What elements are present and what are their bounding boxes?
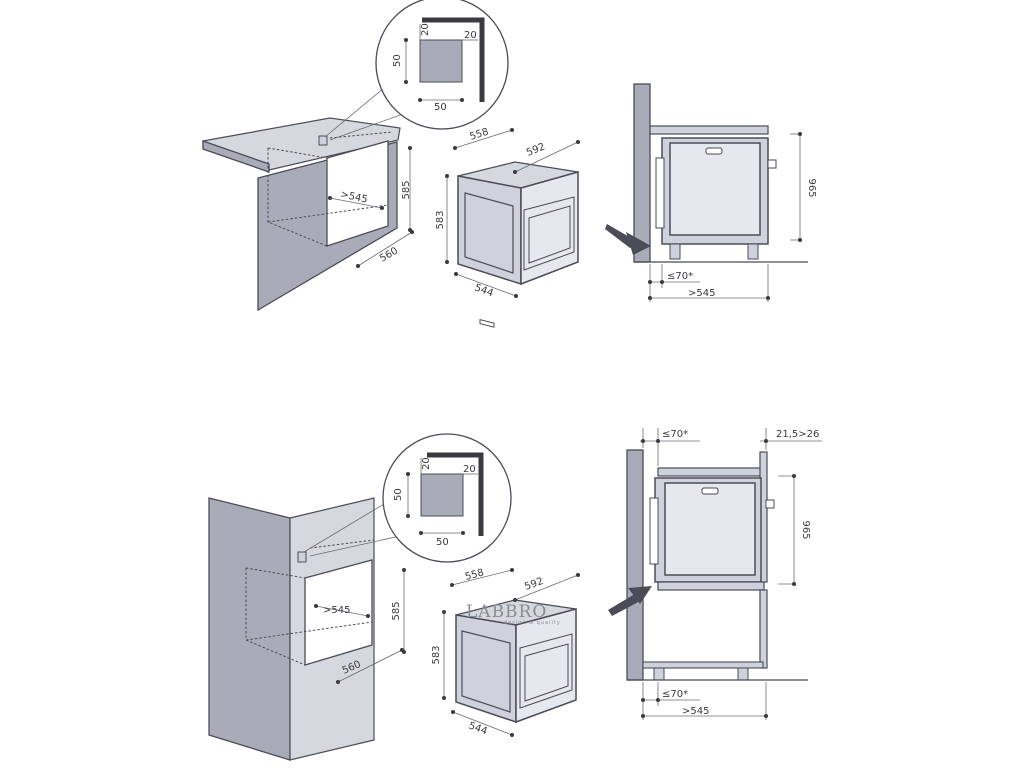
svg-text:965: 965 <box>800 520 811 539</box>
top-detail-vent <box>419 39 463 83</box>
bottom-side-section: ≤70* 21,5>26 965 ≤70* >545 <box>608 428 822 720</box>
bottom-detail-magnifier: 20 20 50 50 <box>382 433 512 563</box>
bottom-cabinet-drawing: >545 585 560 <box>208 497 419 761</box>
svg-text:>545: >545 <box>323 605 350 616</box>
svg-text:≤70*: ≤70* <box>667 271 693 282</box>
svg-text:>545: >545 <box>688 288 715 299</box>
top-cabinet-height-label: 585 <box>401 180 412 199</box>
svg-text:544: 544 <box>467 720 489 737</box>
svg-text:LABBRO: LABBRO <box>466 602 547 622</box>
svg-text:50: 50 <box>434 102 447 113</box>
top-side-section: 965 ≤70* >545 <box>605 83 817 302</box>
svg-text:965: 965 <box>806 178 817 197</box>
svg-text:50: 50 <box>393 488 404 501</box>
bottom-oven-drawing: 558 592 583 544 <box>431 567 580 737</box>
svg-text:21,5>26: 21,5>26 <box>776 429 819 440</box>
svg-text:20: 20 <box>420 23 431 36</box>
svg-text:592: 592 <box>523 576 545 593</box>
top-cabinet-drawing: >545 585 560 <box>202 77 421 312</box>
svg-text:design & quality: design & quality <box>504 620 561 626</box>
svg-text:20: 20 <box>421 457 432 470</box>
svg-text:50: 50 <box>436 537 449 548</box>
top-cabinet-width-label: 560 <box>378 246 400 265</box>
top-oven-drawing: 558 592 583 544 <box>435 126 580 328</box>
watermark-logo: LABBRO design & quality <box>466 602 561 626</box>
svg-text:≤70*: ≤70* <box>662 689 688 700</box>
svg-text:20: 20 <box>463 464 476 475</box>
svg-text:20: 20 <box>464 30 477 41</box>
svg-text:558: 558 <box>464 567 485 583</box>
svg-text:585: 585 <box>391 601 402 620</box>
svg-text:592: 592 <box>525 141 547 158</box>
bottom-cabinet-side-panel <box>208 497 291 761</box>
svg-text:50: 50 <box>392 54 403 67</box>
svg-text:583: 583 <box>435 210 446 229</box>
svg-text:544: 544 <box>473 282 495 299</box>
svg-text:>545: >545 <box>682 706 709 717</box>
svg-text:583: 583 <box>431 645 442 664</box>
svg-text:558: 558 <box>469 126 491 142</box>
top-detail-magnifier: 20 20 50 50 <box>375 0 509 130</box>
svg-text:≤70*: ≤70* <box>662 429 688 440</box>
